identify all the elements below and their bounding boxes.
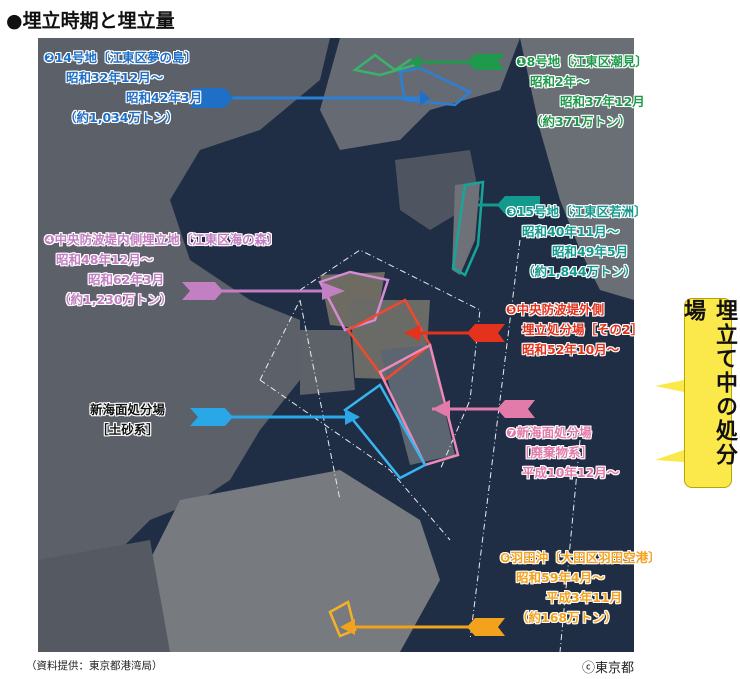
site-amount: （約1,844万トン） xyxy=(522,264,637,279)
site-outlines xyxy=(318,53,485,638)
label-soil: 新海面処分場 ［土砂系］ xyxy=(90,400,165,440)
arrow-site-4 xyxy=(182,282,345,300)
outline-site-1 xyxy=(352,53,418,77)
label-site-3: ❸15号地〔江東区若洲〕 昭和40年11月～ 昭和49年5月 （約1,844万ト… xyxy=(506,202,646,282)
label-site-2: ❷14号地〔江東区夢の島〕 昭和32年12月～ 昭和42年3月 （約1,034万… xyxy=(44,48,202,128)
label-site-7: ❼新海面処分場 ［廃棄物系］ 平成10年12月～ xyxy=(506,423,619,483)
site-amount: （約1,034万トン） xyxy=(64,110,179,125)
arrow-soil xyxy=(190,408,360,426)
source-note: （資料提供：東京都港湾局） xyxy=(26,660,163,672)
label-site-1: ❶8号地〔江東区潮見〕 昭和2年～ 昭和37年12月 （約371万トン） xyxy=(516,52,648,132)
site-name-line2: ［土砂系］ xyxy=(96,422,159,437)
site-name: ❺中央防波堤外側 xyxy=(506,302,605,317)
site-start: 昭和52年10月～ xyxy=(522,342,620,357)
label-site-5: ❺中央防波堤外側 埋立処分場［その2］ 昭和52年10月～ xyxy=(506,300,643,360)
site-start: 昭和48年12月～ xyxy=(56,252,154,267)
arrow-site-3 xyxy=(478,196,540,214)
outline-soil xyxy=(343,383,427,480)
label-site-4: ❹中央防波堤内側埋立地〔江東区海の森〕 昭和48年12月～ 昭和62年3月 （約… xyxy=(44,230,280,310)
page-title: ●埋立時期と埋立量 xyxy=(6,10,175,32)
channel-lines xyxy=(259,239,581,653)
site-start: 昭和59年4月～ xyxy=(516,570,605,585)
callout-tail-2 xyxy=(655,450,684,462)
arrow-site-7 xyxy=(432,400,535,418)
site-name: ❶8号地〔江東区潮見〕 xyxy=(516,54,648,69)
site-start: 昭和2年～ xyxy=(530,74,589,89)
arrow-site-5 xyxy=(405,324,505,342)
site-start: 昭和40年11月～ xyxy=(522,224,620,239)
site-name: 新海面処分場 xyxy=(90,402,166,417)
site-start: 平成10年12月～ xyxy=(522,465,620,480)
arrow-site-1 xyxy=(410,54,505,70)
callout-tail-1 xyxy=(655,380,684,392)
outline-site-3 xyxy=(451,180,485,277)
site-amount: （約168万トン） xyxy=(516,610,618,625)
site-name: ❼新海面処分場 xyxy=(506,425,592,440)
outline-site-4 xyxy=(318,270,390,332)
label-site-6: ❻羽田沖〔大田区羽田空港〕 昭和59年4月～ 平成3年11月 （約168万トン） xyxy=(500,548,661,628)
arrow-site-6 xyxy=(340,618,505,636)
callout-active-sites: 埋立て中の処分場 xyxy=(680,298,737,488)
site-name: ❻羽田沖〔大田区羽田空港〕 xyxy=(500,550,661,565)
site-amount: （約1,230万トン） xyxy=(58,292,173,307)
site-end: 昭和49年5月 xyxy=(552,244,629,259)
arrows xyxy=(182,54,540,636)
site-end: 平成3年11月 xyxy=(546,590,623,605)
site-start: 昭和32年12月～ xyxy=(66,70,164,85)
site-end: 昭和42年3月 xyxy=(126,90,203,105)
site-name: ❹中央防波堤内側埋立地〔江東区海の森〕 xyxy=(44,232,280,247)
site-end: 昭和37年12月 xyxy=(560,94,645,109)
site-name-line2: ［廃棄物系］ xyxy=(518,445,594,460)
outline-site-7 xyxy=(378,343,460,467)
copyright: ⓒ東京都 xyxy=(582,661,635,676)
site-name: ❷14号地〔江東区夢の島〕 xyxy=(44,50,197,65)
site-name: ❸15号地〔江東区若洲〕 xyxy=(506,204,647,219)
site-end: 昭和62年3月 xyxy=(88,272,165,287)
outline-site-2 xyxy=(398,66,473,107)
site-name-line2: 埋立処分場［その2］ xyxy=(522,322,644,337)
site-amount: （約371万トン） xyxy=(530,114,632,129)
arrow-site-2 xyxy=(190,88,430,108)
